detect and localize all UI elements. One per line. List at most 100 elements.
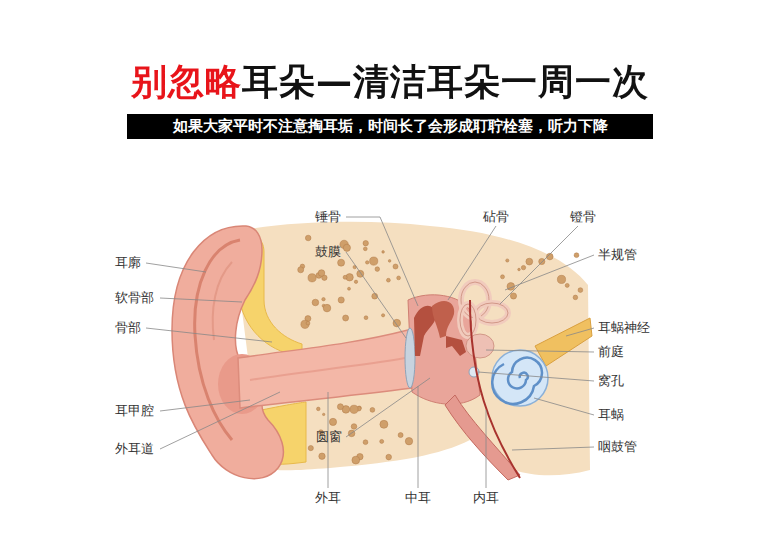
illustration-part bbox=[370, 257, 378, 265]
part-label: 锤骨 bbox=[315, 209, 341, 225]
part-label: 镫骨 bbox=[570, 209, 596, 225]
illustration-part bbox=[160, 400, 250, 411]
part-label: 咽鼓管 bbox=[598, 439, 637, 455]
illustration-part bbox=[405, 438, 412, 445]
illustration-part bbox=[510, 293, 516, 299]
part-label: 耳蜗神经 bbox=[598, 320, 650, 336]
illustration-part bbox=[363, 247, 367, 251]
illustration-part bbox=[312, 299, 319, 306]
part-label: 外耳 bbox=[315, 490, 341, 506]
illustration-part bbox=[382, 314, 385, 317]
illustration-part bbox=[534, 398, 594, 415]
illustration-part bbox=[418, 386, 419, 488]
illustration-part bbox=[492, 350, 548, 406]
illustration-part bbox=[476, 303, 508, 323]
illustration-part bbox=[363, 440, 368, 445]
illustration-part bbox=[388, 260, 391, 263]
illustration-part bbox=[308, 274, 316, 282]
leader-lines bbox=[146, 217, 594, 488]
part-label: 内耳 bbox=[473, 490, 499, 506]
illustration-part bbox=[160, 392, 280, 449]
illustration-part bbox=[460, 304, 476, 336]
illustration-part bbox=[466, 334, 494, 358]
illustration-part bbox=[298, 267, 304, 273]
part-label: 鼓膜 bbox=[315, 244, 341, 260]
illustration-part bbox=[317, 407, 321, 411]
illustration-part bbox=[338, 259, 345, 266]
illustration-part bbox=[370, 408, 375, 413]
illustration-part bbox=[380, 420, 388, 428]
illustration-part bbox=[352, 456, 360, 464]
illustration-part bbox=[512, 447, 594, 450]
subtitle-bar: 如果大家平时不注意掏耳垢，时间长了会形成耵聍栓塞，听力下降 bbox=[127, 114, 653, 139]
illustration-part bbox=[387, 278, 391, 282]
illustration-part bbox=[343, 275, 347, 279]
part-label: 圆窗 bbox=[316, 429, 342, 445]
illustration-part bbox=[470, 300, 520, 478]
illustration-part bbox=[393, 264, 398, 269]
illustration-part bbox=[337, 404, 343, 410]
illustration-part bbox=[398, 433, 403, 438]
illustration-part bbox=[478, 372, 594, 381]
part-label: 耳甲腔 bbox=[115, 403, 154, 419]
title-row: 别忽略耳朵—清洁耳朵一周一次 bbox=[0, 60, 780, 104]
subtitle-text: 如果大家平时不注意掏耳垢，时间长了会形成耵聍栓塞，听力下降 bbox=[173, 114, 608, 139]
illustration-part bbox=[397, 276, 401, 280]
illustration-part bbox=[364, 316, 368, 320]
illustration-part bbox=[308, 446, 313, 451]
illustration-part bbox=[476, 303, 508, 323]
part-label: 软骨部 bbox=[115, 290, 154, 306]
illustration-part bbox=[573, 295, 578, 300]
illustration-part bbox=[160, 298, 242, 302]
illustration-part bbox=[343, 244, 350, 251]
illustration-part bbox=[329, 418, 336, 425]
illustration-part bbox=[348, 287, 351, 290]
illustration-part bbox=[521, 265, 525, 269]
illustration-part bbox=[346, 217, 418, 306]
illustration-part bbox=[382, 251, 385, 254]
illustration-part bbox=[323, 413, 325, 415]
illustration-part bbox=[322, 298, 325, 301]
illustration-part bbox=[432, 301, 454, 338]
illustration-part bbox=[363, 241, 368, 246]
illustration-part bbox=[250, 358, 405, 380]
illustration-part bbox=[565, 283, 569, 287]
illustration-part bbox=[305, 235, 311, 241]
illustration-part bbox=[492, 358, 542, 404]
illustration-part bbox=[445, 395, 520, 480]
illustration-part bbox=[351, 424, 357, 430]
part-label: 砧骨 bbox=[483, 209, 509, 225]
illustration-part bbox=[338, 297, 344, 303]
illustration-part bbox=[346, 378, 430, 437]
illustration-part bbox=[354, 280, 357, 283]
part-label: 前庭 bbox=[598, 344, 624, 360]
part-label: 耳廓 bbox=[115, 255, 141, 271]
part-label: 中耳 bbox=[405, 490, 431, 506]
part-label: 骨部 bbox=[115, 320, 141, 336]
illustration-part bbox=[574, 253, 579, 258]
part-label: 半规管 bbox=[598, 247, 637, 263]
illustration-part bbox=[319, 453, 325, 459]
illustration-part bbox=[318, 270, 325, 277]
illustration-part bbox=[557, 275, 565, 283]
illustration-part bbox=[301, 320, 309, 328]
illustration-part bbox=[380, 439, 384, 443]
illustration-part bbox=[405, 328, 415, 388]
part-label: 窝孔 bbox=[598, 373, 624, 389]
illustration-part bbox=[386, 454, 392, 460]
illustration-part bbox=[323, 304, 331, 312]
illustration-part bbox=[306, 321, 310, 325]
illustration-part bbox=[518, 268, 521, 271]
illustration-part bbox=[500, 226, 578, 304]
title-text: 别忽略耳朵—清洁耳朵一周一次 bbox=[131, 60, 649, 104]
illustration-part bbox=[460, 304, 476, 336]
part-label: 耳蜗 bbox=[598, 407, 624, 423]
illustration-part bbox=[505, 255, 594, 290]
illustration-part bbox=[366, 261, 369, 264]
illustration-part bbox=[172, 226, 283, 479]
illustration-part bbox=[350, 405, 358, 413]
illustration-part bbox=[448, 226, 496, 300]
illustration-part bbox=[578, 288, 583, 293]
illustration-part bbox=[238, 330, 412, 408]
illustration-part bbox=[501, 275, 505, 279]
